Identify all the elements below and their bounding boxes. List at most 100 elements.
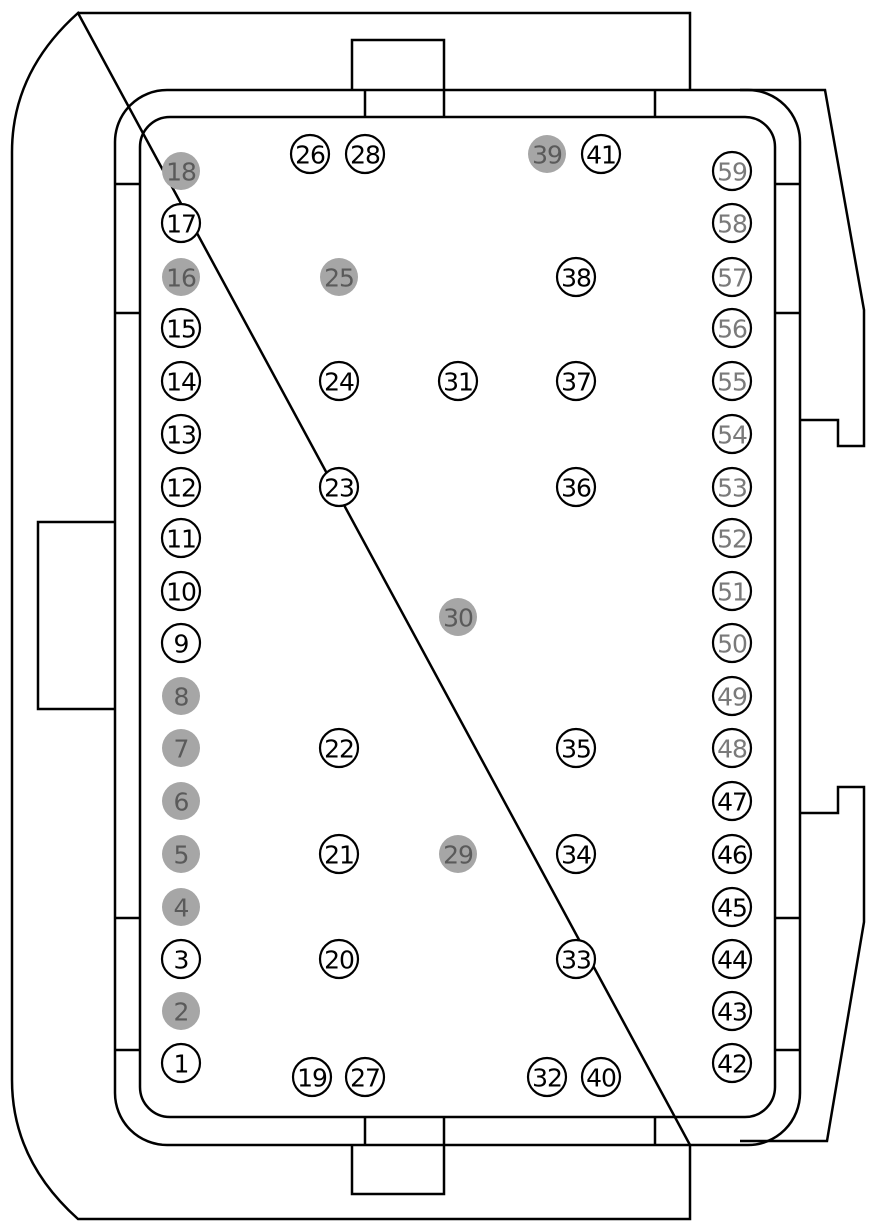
bottom-key-tab [350, 1145, 446, 1196]
pin-marker [711, 1042, 753, 1084]
pin-2: 2 [162, 992, 200, 1030]
pin-45: 45 [711, 886, 753, 928]
pin-label: 2 [174, 998, 189, 1027]
pin-40: 40 [580, 1056, 622, 1098]
pin-label: 55 [717, 368, 747, 397]
pin-label: 38 [561, 264, 591, 293]
pin-37: 37 [555, 360, 597, 402]
pin-label: 39 [532, 141, 562, 170]
pin-marker [162, 677, 200, 715]
pin-46: 46 [711, 833, 753, 875]
pin-label: 20 [324, 946, 354, 975]
pin-label: 3 [174, 946, 189, 975]
pin-31: 31 [437, 360, 479, 402]
pin-53: 53 [711, 466, 753, 508]
right-lock-arm [740, 88, 866, 1143]
pin-24: 24 [318, 360, 360, 402]
pin-55: 55 [711, 360, 753, 402]
bottom-key-slot [363, 1117, 446, 1145]
pin-label: 43 [717, 998, 747, 1027]
pin-label: 17 [166, 210, 196, 239]
pin-label: 9 [174, 630, 189, 659]
pin-label: 27 [350, 1064, 380, 1093]
pin-label: 10 [166, 578, 196, 607]
pin-18: 18 [162, 152, 200, 190]
pin-marker [555, 938, 597, 980]
pin-marker [555, 727, 597, 769]
pin-marker [162, 729, 200, 767]
pin-marker [344, 133, 386, 175]
pin-marker [318, 466, 360, 508]
pin-label: 24 [324, 368, 354, 397]
pin-7: 7 [162, 729, 200, 767]
pin-13: 13 [160, 413, 202, 455]
pin-marker [555, 466, 597, 508]
pin-52: 52 [711, 517, 753, 559]
pin-marker [162, 782, 200, 820]
pin-48: 48 [711, 727, 753, 769]
pin-label: 45 [717, 894, 747, 923]
pin-label: 40 [586, 1064, 616, 1093]
pin-label: 47 [717, 788, 747, 817]
pin-43: 43 [711, 990, 753, 1032]
pin-label: 25 [324, 264, 354, 293]
middle-shroud [113, 88, 802, 1147]
pin-label: 6 [174, 788, 189, 817]
pin-6: 6 [162, 782, 200, 820]
pin-10: 10 [160, 570, 202, 612]
pin-marker [160, 202, 202, 244]
pin-30: 30 [439, 598, 477, 636]
pin-marker [711, 307, 753, 349]
pin-1: 1 [160, 1042, 202, 1084]
pin-label: 22 [324, 735, 354, 764]
pin-label: 30 [443, 604, 473, 633]
pin-label: 48 [717, 735, 747, 764]
pin-label: 37 [561, 368, 591, 397]
pin-marker [437, 360, 479, 402]
pin-label: 12 [166, 474, 196, 503]
pin-label: 23 [324, 474, 354, 503]
pin-marker [711, 360, 753, 402]
pin-marker [160, 938, 202, 980]
pin-label: 34 [561, 841, 591, 870]
outer-shell [10, 11, 692, 1221]
pin-marker [160, 413, 202, 455]
pin-marker [711, 150, 753, 192]
pin-8: 8 [162, 677, 200, 715]
pin-marker [162, 258, 200, 296]
pin-marker [289, 133, 331, 175]
pin-21: 21 [318, 833, 360, 875]
pin-group: 1234567891011121314151617181920212223242… [160, 133, 753, 1098]
pin-marker [711, 833, 753, 875]
pin-marker [318, 360, 360, 402]
pin-label: 28 [350, 141, 380, 170]
pin-marker [318, 833, 360, 875]
pin-marker [555, 256, 597, 298]
pin-marker [160, 517, 202, 559]
pin-5: 5 [162, 835, 200, 873]
pin-57: 57 [711, 256, 753, 298]
pin-label: 59 [717, 158, 747, 187]
pin-marker [162, 888, 200, 926]
pin-marker [320, 258, 358, 296]
pin-15: 15 [160, 307, 202, 349]
pin-35: 35 [555, 727, 597, 769]
pin-label: 53 [717, 474, 747, 503]
pin-42: 42 [711, 1042, 753, 1084]
pin-20: 20 [318, 938, 360, 980]
pin-54: 54 [711, 413, 753, 455]
pin-marker [711, 886, 753, 928]
pin-marker [160, 570, 202, 612]
pin-marker [711, 570, 753, 612]
pin-23: 23 [318, 466, 360, 508]
top-key-slot [363, 90, 446, 117]
left-latch [36, 520, 115, 711]
pin-label: 4 [174, 894, 189, 923]
pin-marker [711, 938, 753, 980]
pin-label: 54 [717, 421, 747, 450]
pin-38: 38 [555, 256, 597, 298]
pin-56: 56 [711, 307, 753, 349]
pin-3: 3 [160, 938, 202, 980]
pin-marker [711, 202, 753, 244]
pin-marker [162, 835, 200, 873]
